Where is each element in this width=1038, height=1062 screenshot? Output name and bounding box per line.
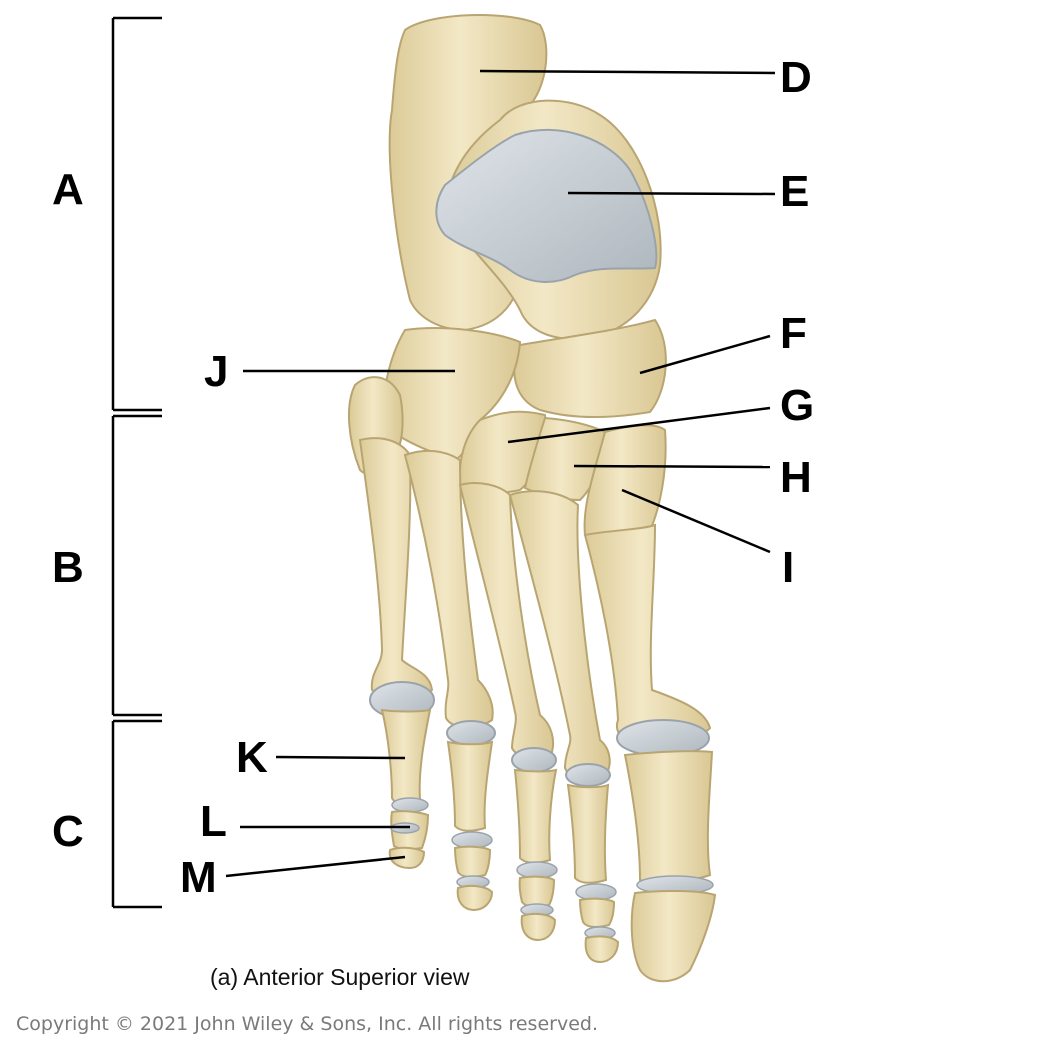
toe4-distal-phalanx <box>456 884 494 912</box>
toe3-middle-phalanx <box>518 875 556 908</box>
toe3-joint-cartilage <box>516 861 558 879</box>
toe2-middle-phalanx <box>578 897 616 928</box>
toe2-distal-phalanx <box>584 935 620 964</box>
navicular <box>513 318 667 418</box>
hallux-distal-phalanx <box>630 889 717 983</box>
leader-g <box>507 406 771 444</box>
leader-f <box>639 334 771 375</box>
toe3-distal-phalanx <box>520 912 557 942</box>
bracket-c <box>111 719 162 909</box>
toe4-joint-cartilage <box>451 831 493 849</box>
label-j: J <box>204 347 229 396</box>
intermediate-cuneiform <box>523 416 607 502</box>
hallux-proximal-phalanx <box>623 750 714 884</box>
bracket-b <box>111 414 162 717</box>
leader-e <box>567 191 776 196</box>
label-m: M <box>180 853 217 902</box>
copyright-notice: Copyright © 2021 John Wiley & Sons, Inc.… <box>16 1013 598 1035</box>
toe5-distal-phalanx <box>388 846 426 870</box>
toe5-joint-cartilage <box>391 797 429 813</box>
mt4-head-cartilage <box>446 720 496 746</box>
leader-d <box>479 69 776 75</box>
figure-caption: (a) Anterior Superior view <box>210 964 470 990</box>
label-k: K <box>236 733 268 782</box>
label-g: G <box>780 381 815 430</box>
toe2-joint-cartilage <box>575 883 617 901</box>
label-h: H <box>780 453 812 502</box>
talus-trochlea-cartilage <box>435 128 658 283</box>
toe3-proximal-phalanx <box>513 768 558 864</box>
toe4-proximal-phalanx <box>446 740 494 832</box>
label-d: D <box>780 53 812 102</box>
region-label-a: A <box>52 165 84 214</box>
leader-k <box>275 755 406 760</box>
label-e: E <box>780 167 810 216</box>
toe2-proximal-phalanx <box>566 783 610 884</box>
mt3-head-cartilage <box>511 747 557 773</box>
toe4-middle-phalanx <box>453 845 492 878</box>
leader-i <box>621 488 771 554</box>
metatarsal-1 <box>583 523 712 747</box>
bracket-a <box>111 16 162 412</box>
label-f: F <box>780 309 807 358</box>
mt2-head-cartilage <box>565 763 611 787</box>
leader-m <box>225 855 406 878</box>
label-i: I <box>782 543 795 592</box>
label-l: L <box>200 797 227 846</box>
region-label-b: B <box>52 543 84 592</box>
leader-h <box>573 464 771 469</box>
region-label-c: C <box>52 807 84 856</box>
